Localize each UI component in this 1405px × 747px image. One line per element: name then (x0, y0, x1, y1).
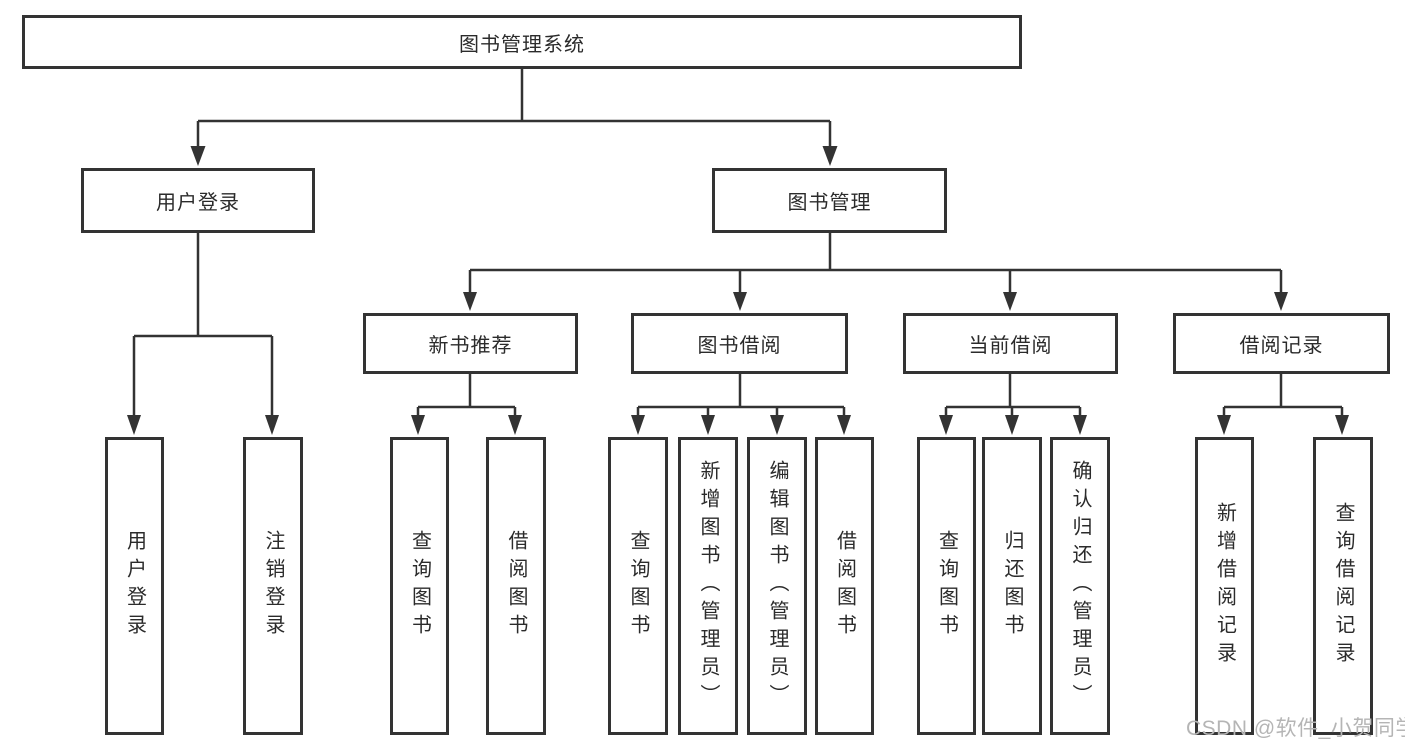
arrow-icon (1274, 292, 1288, 311)
edge-userlogin-to-leaves (132, 233, 274, 418)
edge-newbook-to-leaves (416, 373, 517, 418)
arrow-icon (1003, 292, 1017, 311)
leaf-borrow-books-recommend: 借阅图书 (486, 437, 546, 735)
leaf-confirm-return-admin: 确认归还（管理员） (1050, 437, 1110, 735)
edge-lines (132, 68, 1344, 418)
arrow-icon (733, 292, 747, 311)
node-borrowing-records: 借阅记录 (1173, 313, 1390, 374)
arrow-icon (1073, 415, 1087, 435)
arrow-icon (127, 415, 141, 435)
arrowheads (127, 146, 1349, 435)
leaf-query-books-borrowing: 查询图书 (608, 437, 668, 735)
arrow-icon (701, 415, 715, 435)
arrow-icon (822, 146, 838, 166)
leaf-add-borrow-record: 新增借阅记录 (1195, 437, 1254, 735)
leaf-add-book-admin: 新增图书（管理员） (678, 437, 738, 735)
edge-bookmgmt-to-level3 (468, 233, 1283, 294)
leaf-query-books-current: 查询图书 (917, 437, 976, 735)
node-user-login: 用户登录 (81, 168, 315, 233)
leaf-query-borrow-record: 查询借阅记录 (1313, 437, 1373, 735)
arrow-icon (508, 415, 522, 435)
edge-records-to-leaves (1222, 373, 1344, 418)
node-book-borrowing: 图书借阅 (631, 313, 848, 374)
arrow-icon (1217, 415, 1231, 435)
arrow-icon (939, 415, 953, 435)
edge-root-to-level2 (196, 68, 832, 149)
node-current-borrowing: 当前借阅 (903, 313, 1118, 374)
leaf-query-books-recommend: 查询图书 (390, 437, 449, 735)
csdn-watermark: CSDN @软件_小贺同学 (1186, 717, 1405, 740)
leaf-user-login: 用户登录 (105, 437, 164, 735)
arrow-icon (190, 146, 206, 166)
leaf-borrow-books-borrowing: 借阅图书 (815, 437, 874, 735)
arrow-icon (837, 415, 851, 435)
arrow-icon (411, 415, 425, 435)
leaf-return-books: 归还图书 (982, 437, 1042, 735)
arrow-icon (1335, 415, 1349, 435)
arrow-icon (631, 415, 645, 435)
node-book-management: 图书管理 (712, 168, 947, 233)
arrow-icon (265, 415, 279, 435)
arrow-icon (463, 292, 477, 311)
node-root-library-system: 图书管理系统 (22, 15, 1022, 69)
arrow-icon (770, 415, 784, 435)
edge-currentborrow-to-leaves (944, 373, 1082, 418)
edge-bookborrow-to-leaves (636, 373, 846, 418)
arrow-icon (1005, 415, 1019, 435)
node-new-book-recommend: 新书推荐 (363, 313, 578, 374)
leaf-edit-book-admin: 编辑图书（管理员） (747, 437, 807, 735)
leaf-logout: 注销登录 (243, 437, 303, 735)
